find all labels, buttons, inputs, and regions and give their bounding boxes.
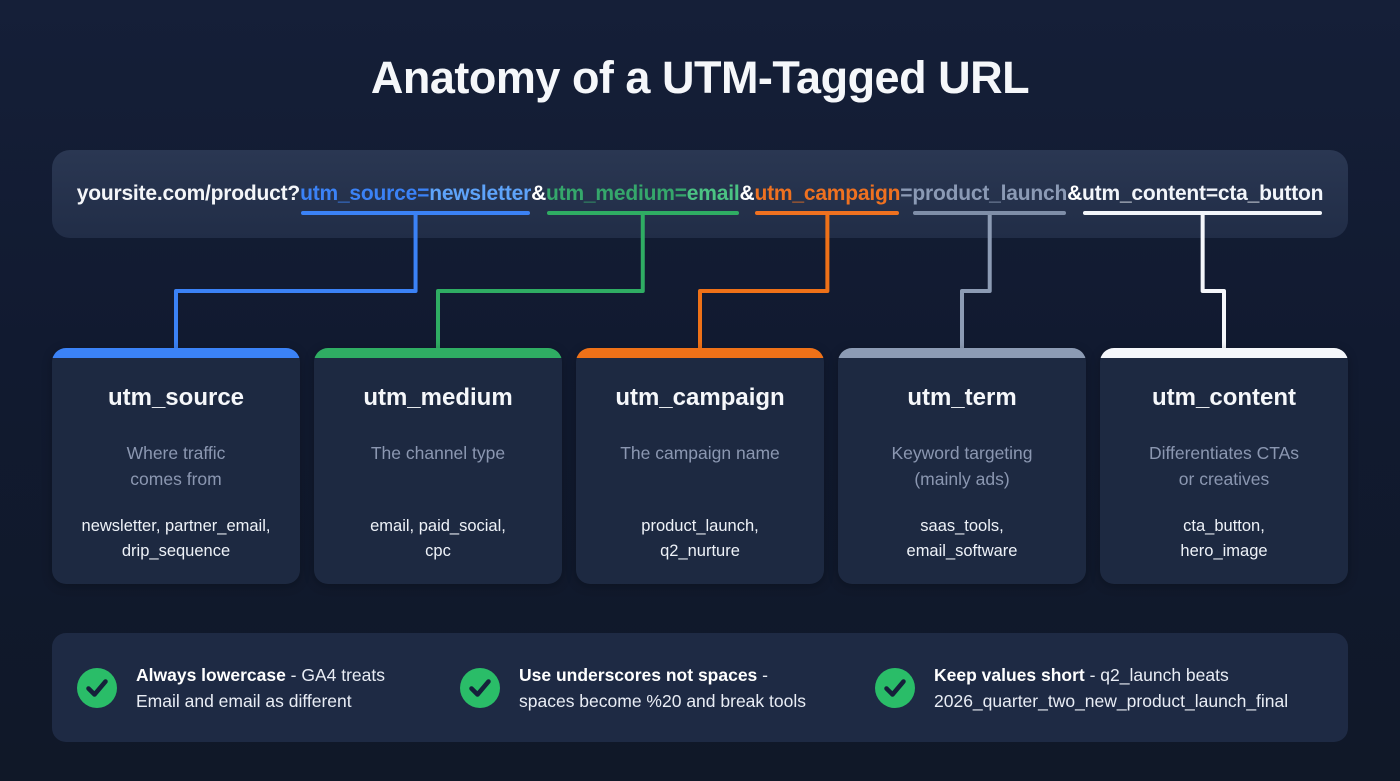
tip-bold-lead: Use underscores not spaces — [519, 664, 758, 685]
card-title: utm_content — [1152, 384, 1296, 411]
card-accent-bar — [1100, 348, 1348, 358]
card-description: The channel type — [370, 443, 506, 463]
tip-item: Use underscores not spaces -spaces becom… — [460, 633, 806, 742]
url-part: newsletter — [429, 182, 532, 205]
card-description: The campaign name — [620, 443, 780, 463]
url-part: & — [739, 182, 755, 205]
card-title: utm_campaign — [615, 384, 785, 411]
url-part: & — [1067, 182, 1083, 205]
card-description: Where traffic comes from — [126, 443, 226, 489]
card-title: utm_source — [107, 384, 245, 411]
utm-url-text: yoursite.com/product?utm_source=newslett… — [76, 182, 1324, 215]
url-part: utm_content=cta_button — [1082, 182, 1324, 205]
tip-bold-lead: Keep values short — [934, 664, 1085, 685]
card-examples: newsletter, partner_email, drip_sequence — [81, 517, 271, 560]
url-segment-plain: & — [1067, 182, 1082, 206]
card-title: utm_term — [907, 384, 1017, 411]
card-accent-bar — [52, 348, 300, 358]
card-examples: product_launch, q2_nurture — [641, 517, 759, 560]
url-segment-plain: = — [900, 182, 912, 206]
url-part: utm_campaign — [754, 182, 901, 205]
card-accent-bar — [576, 348, 824, 358]
url-part: product_launch — [912, 182, 1068, 205]
card-accent-bar — [314, 348, 562, 358]
check-icon — [77, 667, 117, 708]
card-accent-bar — [838, 348, 1086, 358]
card-examples: cta_button, hero_image — [1180, 517, 1268, 560]
url-part: email — [686, 182, 740, 205]
check-icon — [875, 667, 915, 708]
url-part: = — [900, 182, 913, 205]
url-part: = — [674, 182, 687, 205]
url-segment-plain: & — [531, 182, 546, 206]
check-icon — [460, 667, 500, 708]
card-description: Differentiates CTAs or creatives — [1148, 443, 1300, 489]
card-description: Keyword targeting (mainly ads) — [891, 443, 1033, 489]
url-segment-plain: & — [740, 182, 755, 206]
url-part: utm_medium — [546, 182, 675, 205]
url-part: utm_source — [300, 182, 418, 205]
url-segment-term: product_launch — [912, 182, 1068, 215]
tip-bold-lead: Always lowercase — [136, 664, 286, 685]
url-part: yoursite.com/product? — [76, 182, 301, 205]
url-segment-content: utm_content=cta_button — [1082, 182, 1324, 215]
card-title: utm_medium — [363, 384, 513, 411]
url-segment-campaign: utm_campaign — [754, 182, 901, 215]
url-part: = — [417, 182, 430, 205]
url-part: & — [531, 182, 547, 205]
page-title: Anatomy of a UTM-Tagged URL — [370, 52, 1030, 103]
card-examples: email, paid_social, cpc — [370, 517, 506, 560]
url-bar: yoursite.com/product?utm_source=newslett… — [52, 150, 1348, 238]
url-segment-plain: yoursite.com/product? — [76, 182, 301, 206]
tip-text: Use underscores not spaces -spaces becom… — [519, 664, 806, 711]
card-examples: saas_tools, email_software — [906, 517, 1018, 560]
url-segment-medium: utm_medium=email — [546, 182, 740, 215]
url-segment-source: utm_source=newsletter — [300, 182, 532, 215]
